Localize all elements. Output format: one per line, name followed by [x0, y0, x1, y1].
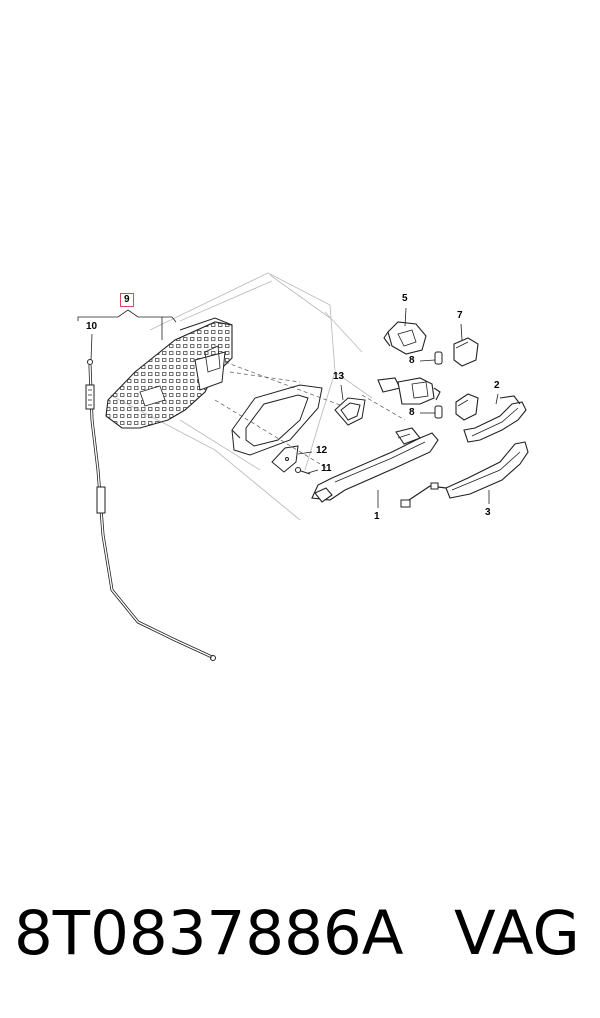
callout-12: 12 [316, 445, 328, 456]
callout-9: 9 [120, 293, 134, 307]
cover-cap-upper [453, 337, 479, 367]
callout-11: 11 [321, 463, 332, 474]
handle-recess-trim [231, 384, 323, 456]
lock-cylinder [377, 377, 441, 405]
lock-cylinder-housing [383, 321, 427, 355]
callout-5: 5 [402, 293, 408, 304]
callout-7: 7 [457, 310, 463, 321]
seal-plate [271, 445, 299, 473]
callout-leader-lines [90, 307, 499, 508]
brand-name: VAG [454, 898, 580, 969]
callout-8-lower: 8 [409, 407, 415, 418]
callout-1: 1 [374, 511, 380, 522]
gasket [334, 397, 366, 426]
cover-cap-lower [455, 393, 479, 421]
callout-8-upper: 8 [409, 355, 415, 366]
screw [295, 467, 311, 475]
dashed-leader-lines [214, 361, 406, 471]
callout-9-bracket [77, 309, 177, 340]
callout-13: 13 [333, 371, 345, 382]
door-handle-sensor [400, 441, 529, 508]
clip-lower [434, 405, 443, 419]
carrier-bracket [105, 317, 233, 429]
clip-upper [434, 351, 443, 365]
part-number: 8T0837886A [14, 898, 404, 969]
callout-3: 3 [485, 507, 491, 518]
callout-2: 2 [494, 380, 500, 391]
bowden-cable [85, 359, 216, 661]
callout-10: 10 [86, 321, 98, 332]
handle-cap [463, 395, 527, 443]
door-handle-main [311, 427, 439, 503]
